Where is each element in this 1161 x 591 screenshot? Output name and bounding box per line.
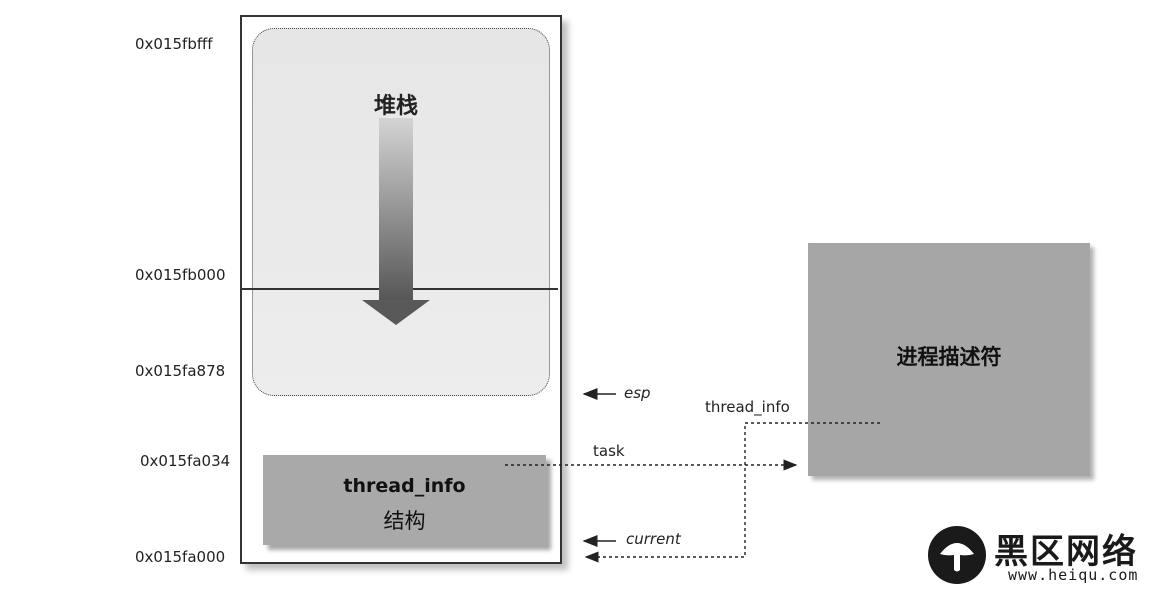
watermark-name: 黑区网络	[994, 532, 1138, 572]
process-descriptor-box: 进程描述符	[808, 243, 1090, 476]
address-task: 0x015fa034	[140, 452, 231, 470]
current-label: current	[626, 530, 681, 548]
thread-info-subtitle: 结构	[383, 509, 426, 533]
address-esp: 0x015fa878	[135, 362, 226, 380]
task-label: task	[593, 442, 625, 460]
thread-info-pointer-line	[584, 422, 880, 563]
stack-label: 堆栈	[374, 94, 419, 119]
stack-growth-arrow	[362, 118, 430, 325]
thread-info-pointer-label: thread_info	[705, 398, 790, 416]
mushroom-icon	[928, 526, 986, 584]
esp-label: esp	[624, 384, 651, 402]
watermark-logo: 黑区网络 www.heiqu.com	[928, 522, 1158, 588]
watermark-url: www.heiqu.com	[1008, 566, 1139, 584]
process-descriptor-label: 进程描述符	[896, 345, 1002, 369]
address-bottom: 0x015fa000	[135, 548, 226, 566]
thread-info-title: thread_info	[343, 475, 466, 497]
address-top: 0x015fbfff	[135, 35, 213, 53]
address-mid: 0x015fb000	[135, 266, 226, 284]
thread-info-box: thread_info 结构	[263, 455, 546, 545]
